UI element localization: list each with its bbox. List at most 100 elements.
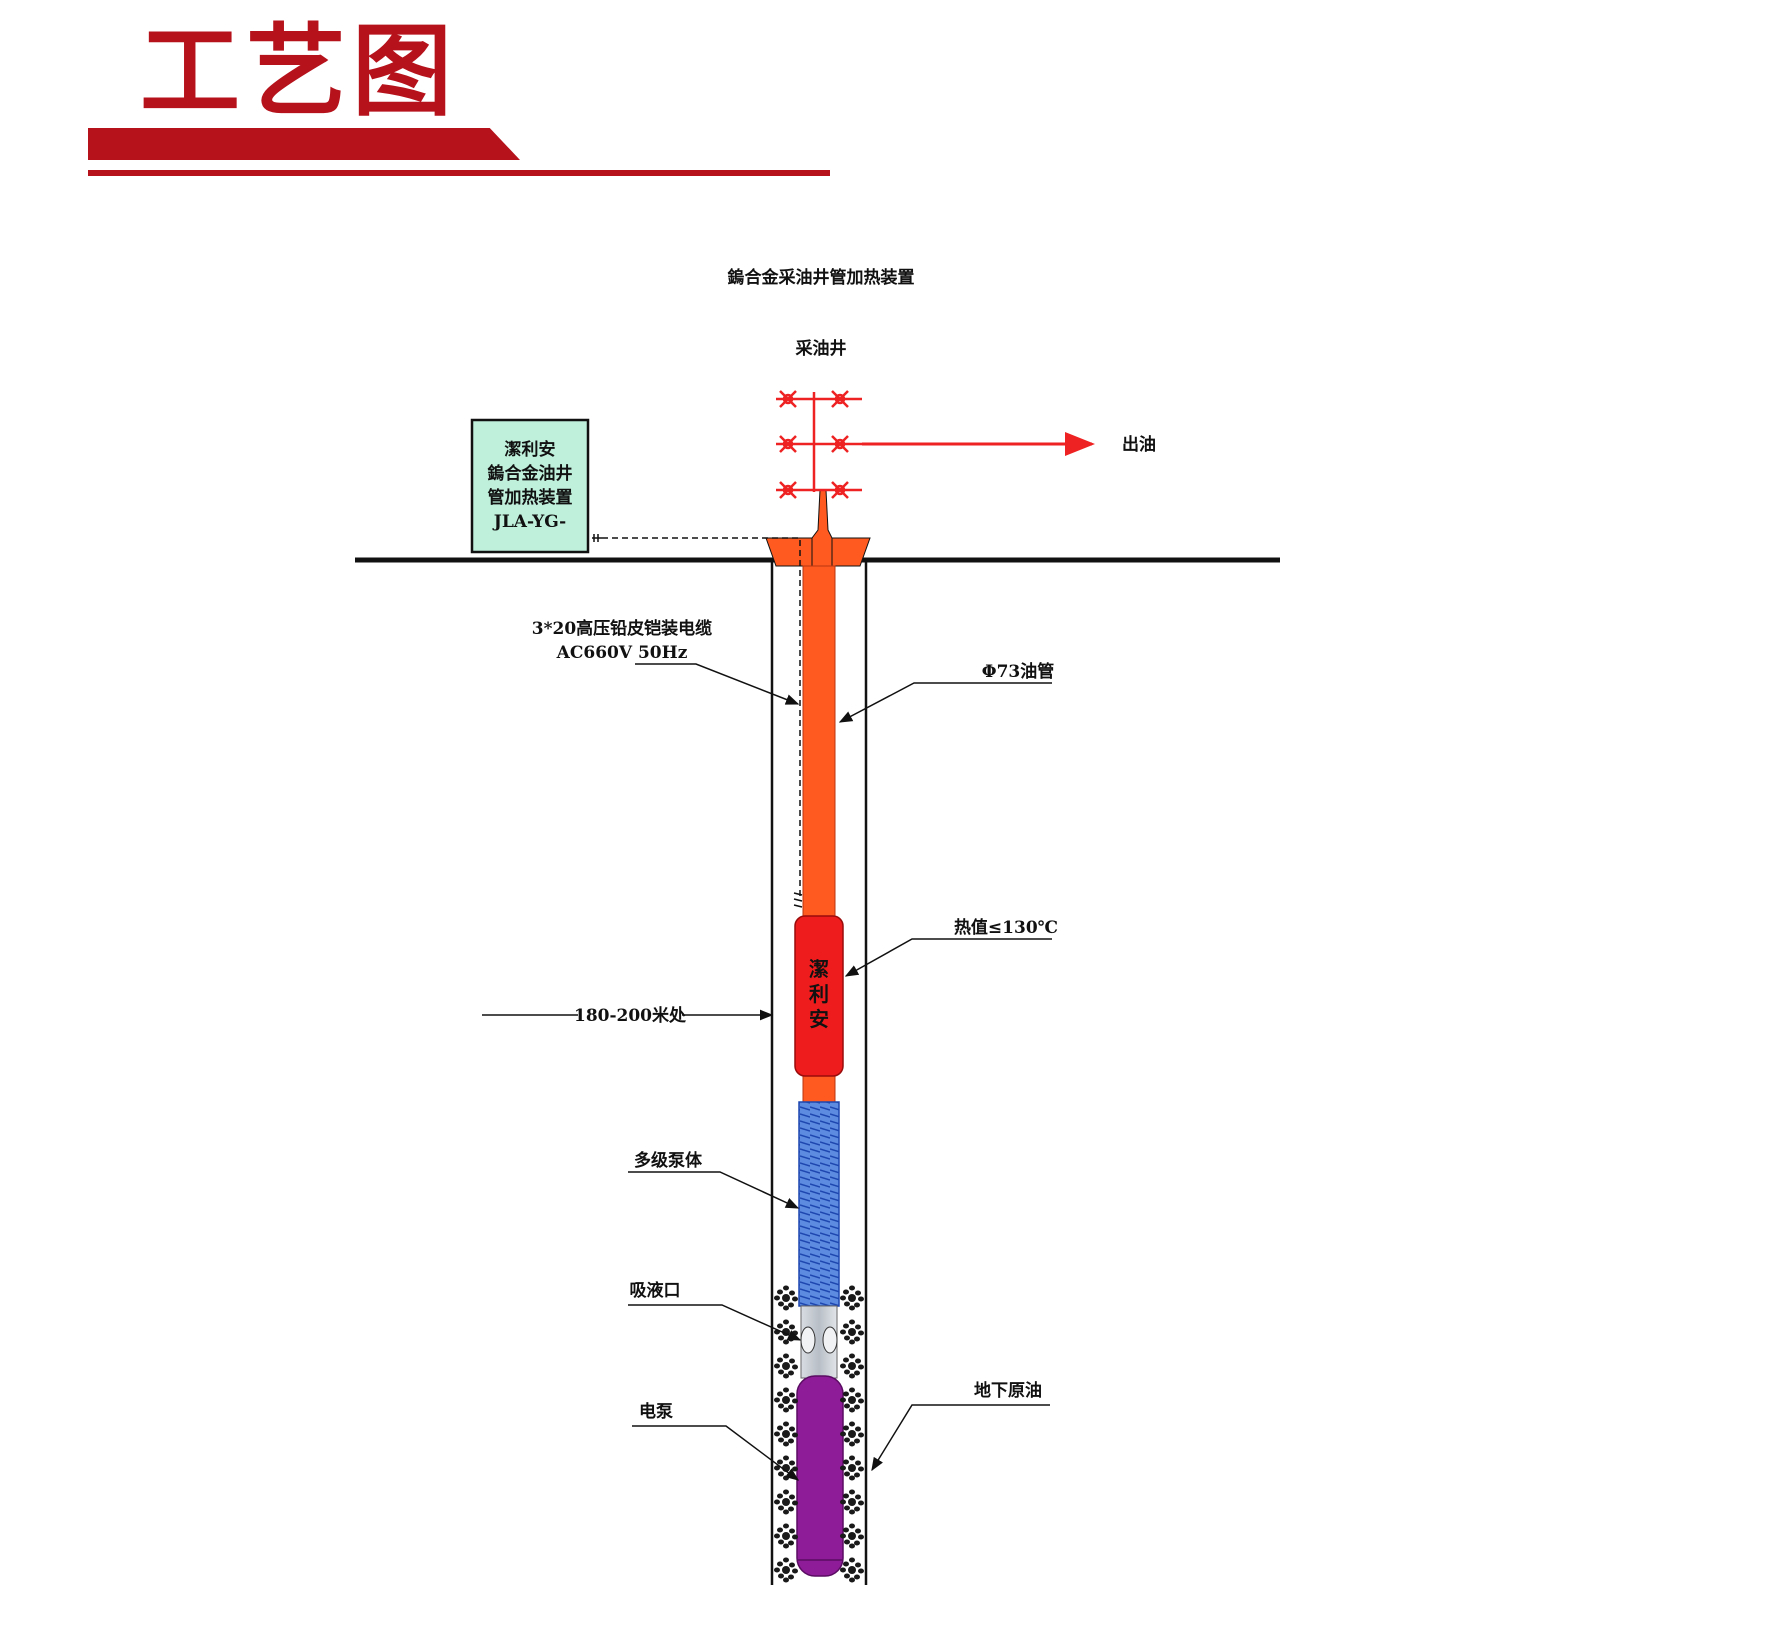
crude-oil-blob	[783, 1387, 789, 1393]
crude-oil-blob	[789, 1426, 795, 1432]
crude-oil-blob	[843, 1561, 849, 1567]
depth-label: 180-200米处	[574, 1005, 687, 1026]
leader-pump-body	[628, 1171, 800, 1209]
crude-oil-blob	[783, 1305, 789, 1311]
motor-label: 电泵	[639, 1401, 673, 1422]
crude-oil-blob	[778, 1539, 784, 1545]
crude-oil-blob	[777, 1459, 783, 1465]
crude-oil-blob	[844, 1505, 850, 1511]
crude-oil-blob	[783, 1339, 789, 1345]
crude-oil-blob	[858, 1432, 864, 1438]
crude-oil-blob	[855, 1562, 861, 1568]
crude-oil-blob	[788, 1540, 794, 1546]
leader-motor	[632, 1425, 800, 1481]
crude-oil-blob	[783, 1441, 789, 1447]
crude-oil-blob	[789, 1528, 795, 1534]
crude-oil-blob	[774, 1567, 780, 1573]
crude-oil-blob	[843, 1289, 849, 1295]
intake-label: 吸液口	[630, 1280, 681, 1301]
multistage-pump-body	[798, 1101, 840, 1307]
crude-oil-blob	[792, 1296, 798, 1302]
crude-oil-blob	[778, 1437, 784, 1443]
crude-oil-blob	[844, 1539, 850, 1545]
crude-oil-blob	[778, 1301, 784, 1307]
crude-oil-blob	[855, 1528, 861, 1534]
crude-oil-blob	[848, 1430, 856, 1438]
crude-oil-blob	[848, 1498, 856, 1506]
crude-oil-blob	[783, 1285, 789, 1291]
crude-oil-blob	[858, 1364, 864, 1370]
crude-oil-blob	[774, 1465, 780, 1471]
crude-oil-blob	[840, 1533, 846, 1539]
crude-oil-blob	[854, 1336, 860, 1342]
crude-oil-blob	[843, 1323, 849, 1329]
crude-oil-blob	[849, 1407, 855, 1413]
leader-crude	[871, 1404, 1050, 1472]
crude-oil-blob	[783, 1577, 789, 1583]
crude-oil-blob	[792, 1432, 798, 1438]
control-box-line-1: 潔利安	[505, 439, 556, 460]
cable-connector	[592, 534, 602, 542]
crude-oil-blob	[849, 1353, 855, 1359]
well-label: 采油井	[795, 338, 847, 359]
crude-oil-blob	[843, 1459, 849, 1465]
crude-oil-blob	[789, 1324, 795, 1330]
oil-outlet-label: 出油	[1122, 434, 1156, 455]
crude-oil-blob	[792, 1466, 798, 1472]
crude-oil-blob	[844, 1471, 850, 1477]
crude-oil-blob	[774, 1397, 780, 1403]
crude-oil-blob	[777, 1561, 783, 1567]
pump-body-label: 多级泵体	[634, 1150, 703, 1171]
crude-oil-label: 地下原油	[974, 1380, 1042, 1401]
crude-oil-blob	[848, 1362, 856, 1370]
crude-oil-blob	[844, 1301, 850, 1307]
crude-oil-blob	[854, 1370, 860, 1376]
crude-oil-blob	[858, 1534, 864, 1540]
crude-oil-blob	[782, 1362, 790, 1370]
crude-oil-blob	[789, 1290, 795, 1296]
christmas-tree-valves	[776, 390, 862, 499]
crude-oil-blob	[849, 1509, 855, 1515]
crude-oil-blob	[777, 1289, 783, 1295]
crude-oil-blob	[783, 1557, 789, 1563]
crude-oil-blob	[848, 1328, 856, 1336]
crude-oil-blob	[782, 1566, 790, 1574]
crude-oil-blob	[777, 1527, 783, 1533]
crude-oil-blob	[778, 1335, 784, 1341]
crude-oil-blob	[774, 1431, 780, 1437]
leader-cable	[635, 663, 800, 705]
crude-oil-blob	[849, 1339, 855, 1345]
crude-oil-blob	[774, 1295, 780, 1301]
crude-oil-blob	[848, 1396, 856, 1404]
crude-oil-blob	[840, 1499, 846, 1505]
crude-oil-blob	[840, 1567, 846, 1573]
crude-oil-blob	[849, 1421, 855, 1427]
crude-oil-blob	[783, 1489, 789, 1495]
tubing-label: Φ73油管	[982, 661, 1054, 682]
crude-oil-blob	[840, 1295, 846, 1301]
crude-oil-blob	[849, 1285, 855, 1291]
crude-oil-blob	[788, 1370, 794, 1376]
crude-oil-blob	[844, 1335, 850, 1341]
crude-oil-blob	[783, 1455, 789, 1461]
crude-oil-blob	[777, 1323, 783, 1329]
crude-oil-blob	[849, 1319, 855, 1325]
crude-oil-blob	[778, 1471, 784, 1477]
crude-oil-blob	[840, 1329, 846, 1335]
crude-oil-blob	[788, 1404, 794, 1410]
title-ribbon	[88, 128, 520, 160]
power-cable	[602, 537, 801, 900]
crude-oil-blob	[840, 1397, 846, 1403]
crude-oil-blob	[848, 1532, 856, 1540]
crude-oil-blob	[849, 1441, 855, 1447]
crude-oil-blob	[854, 1404, 860, 1410]
crude-oil-blob	[788, 1506, 794, 1512]
crude-oil-blob	[840, 1363, 846, 1369]
crude-oil-blob	[844, 1403, 850, 1409]
crude-oil-blob	[789, 1358, 795, 1364]
crude-oil-blob	[854, 1574, 860, 1580]
heat-value-label: 热值≤130℃	[954, 917, 1058, 938]
crude-oil-blob	[849, 1577, 855, 1583]
intake-port-right	[822, 1326, 838, 1354]
